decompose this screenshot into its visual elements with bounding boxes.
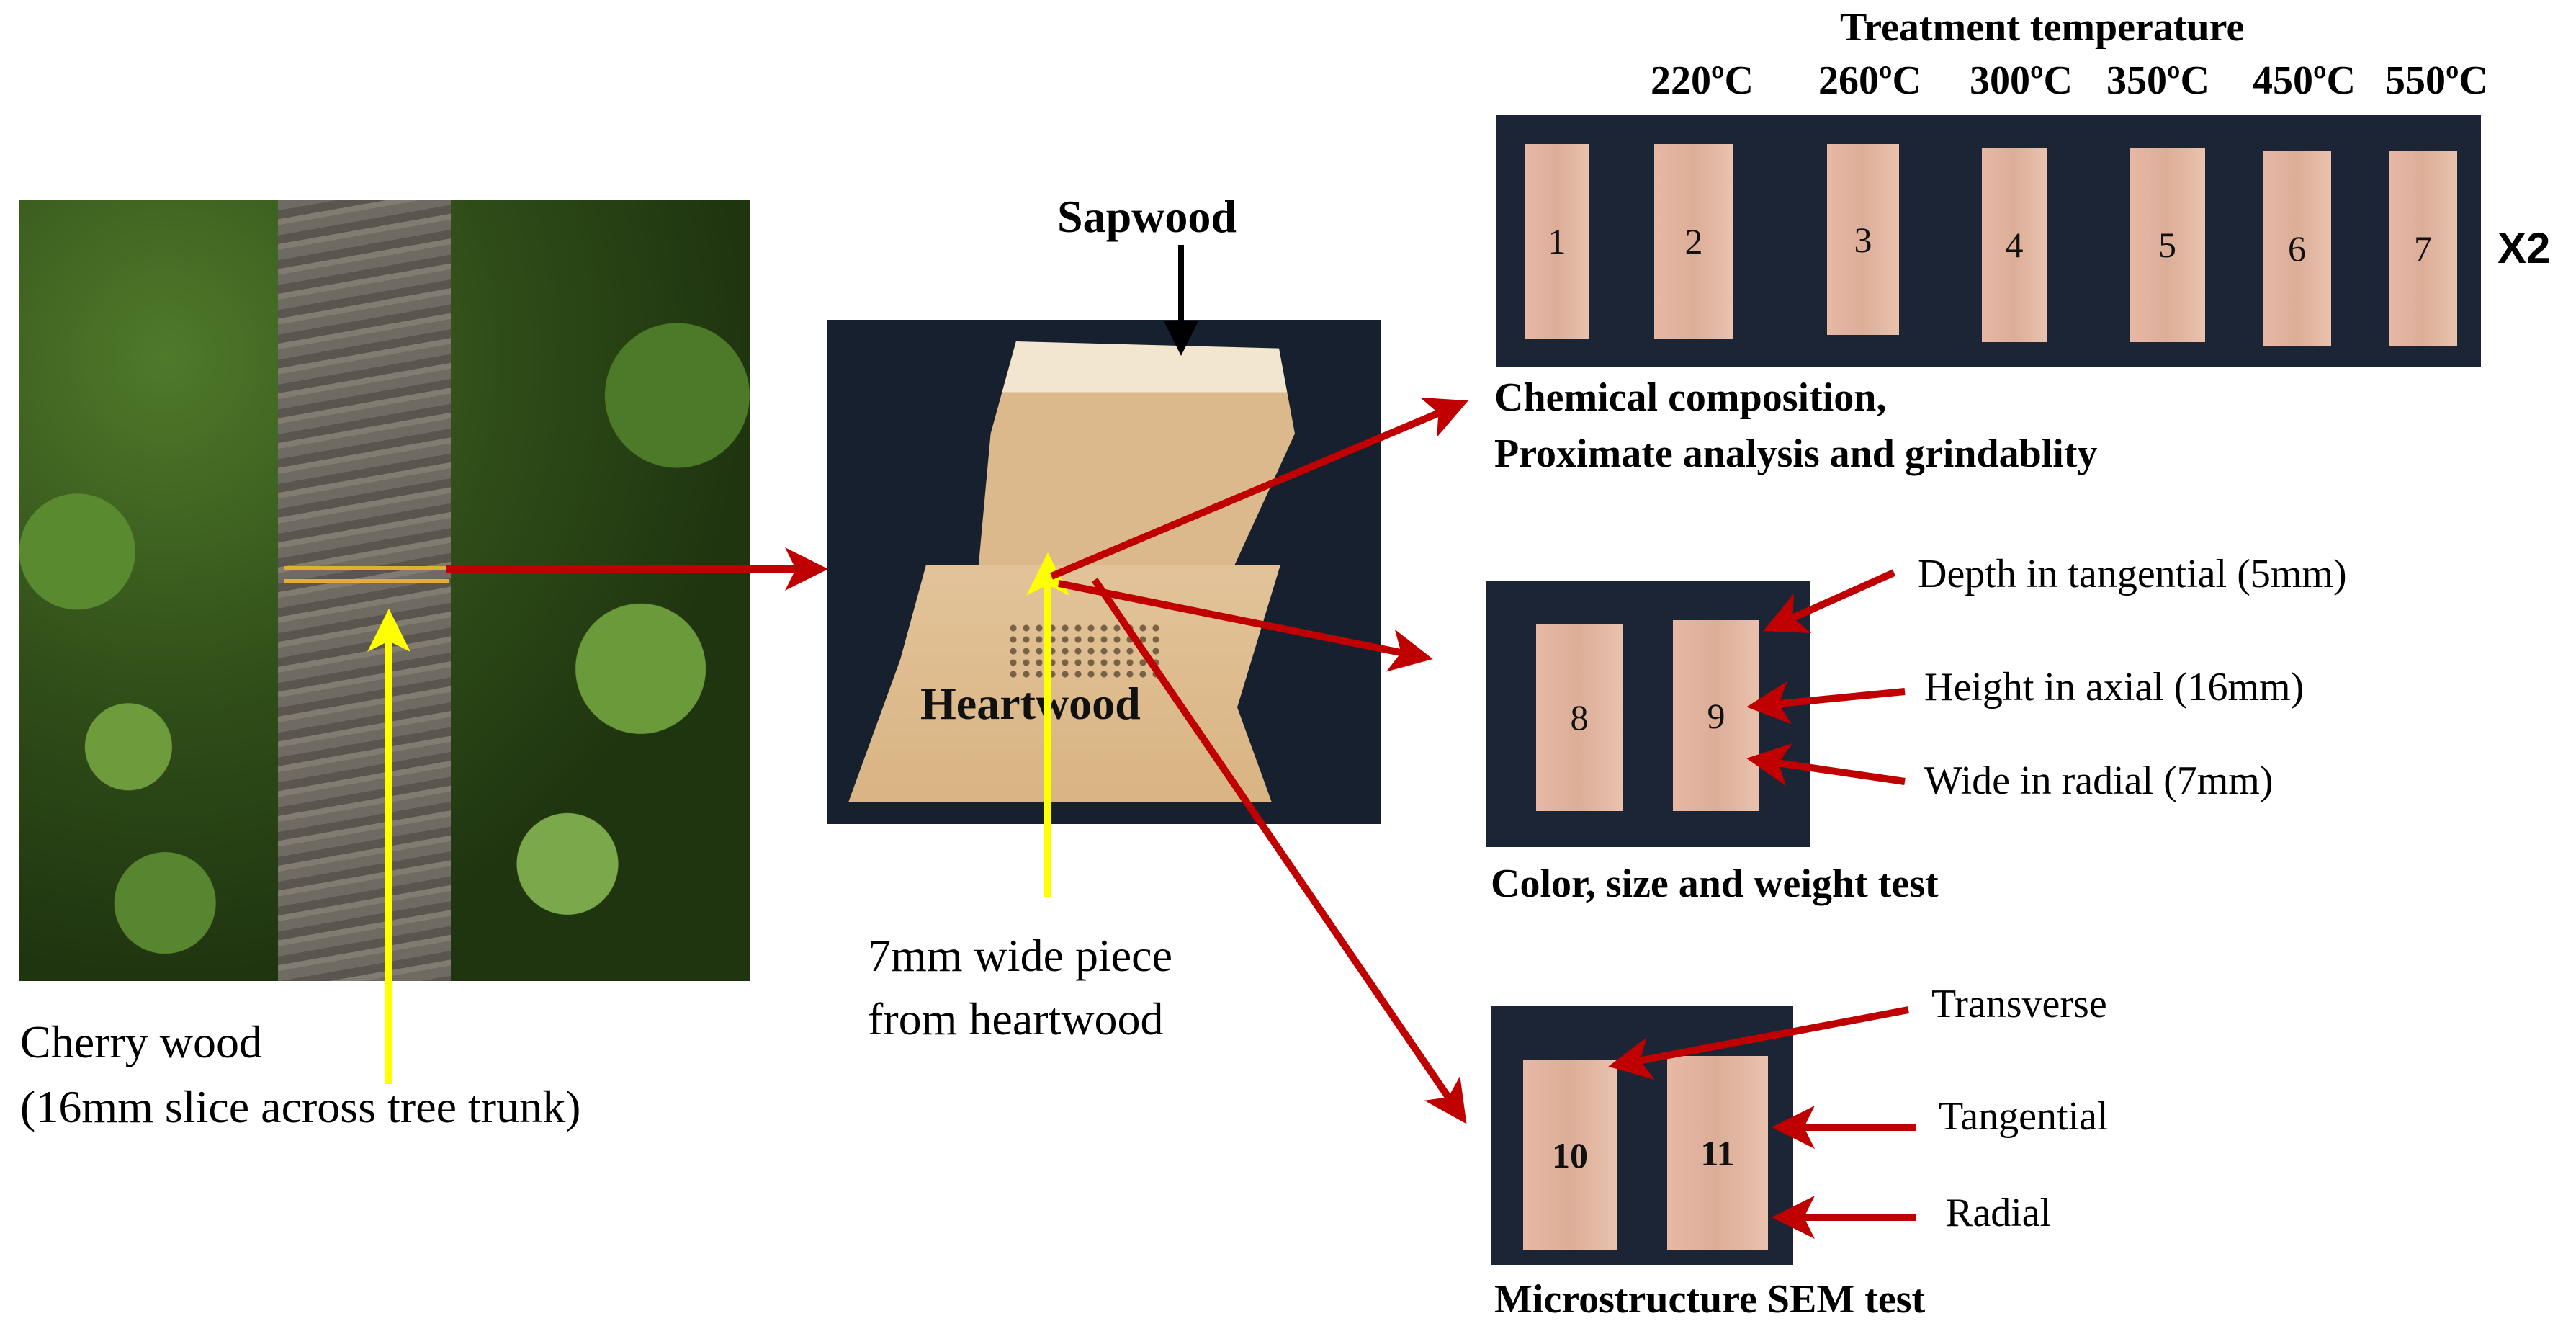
sample-2: 2 (1654, 144, 1733, 339)
temperature-samples-photo: 1 2 3 4 5 6 7 (1496, 115, 2481, 367)
temp-label-300: 300ºC (1970, 58, 2073, 103)
sem-caption: Microstructure SEM test (1494, 1277, 1926, 1322)
sem-samples-photo: 10 11 (1491, 1006, 1793, 1265)
sample-7: 7 (2389, 151, 2457, 346)
temp-label-220: 220ºC (1651, 58, 1754, 103)
transverse-label: Transverse (1931, 982, 2107, 1026)
sample-4: 4 (1982, 148, 2047, 342)
chemical-caption-line2: Proximate analysis and grindablity (1494, 431, 2098, 476)
sapwood-label: Sapwood (1057, 191, 1237, 242)
sample-8: 8 (1536, 624, 1623, 811)
tangential-label: Tangential (1939, 1094, 2109, 1139)
sample-10: 10 (1523, 1060, 1617, 1250)
size-samples-photo: 8 9 (1486, 581, 1810, 847)
tree-trunk (278, 200, 451, 981)
temp-label-260: 260ºC (1818, 58, 1921, 103)
radial-label: Radial (1946, 1191, 2052, 1235)
temp-label-350: 350ºC (2106, 58, 2209, 103)
height-label: Height in axial (16mm) (1924, 665, 2305, 709)
multiplier-label: X2 (2498, 224, 2551, 272)
wood-caption-line1: 7mm wide piece (868, 930, 1172, 981)
temp-label-450: 450ºC (2253, 58, 2356, 103)
heartwood-label: Heartwood (920, 678, 1141, 729)
treatment-temperature-title: Treatment temperature (1840, 5, 2245, 50)
sample-6: 6 (2263, 151, 2331, 346)
slice-band-bottom (284, 579, 449, 583)
wood-section-photo (827, 320, 1381, 824)
tree-photo (19, 200, 750, 981)
depth-label: Depth in tangential (5mm) (1918, 552, 2347, 596)
temp-label-550: 550ºC (2385, 58, 2488, 103)
drill-pattern (1007, 622, 1165, 680)
slice-band-top (284, 566, 449, 570)
sapwood-piece (978, 341, 1295, 572)
tree-caption-line1: Cherry wood (20, 1016, 262, 1067)
sample-5: 5 (2130, 148, 2205, 342)
sample-3: 3 (1827, 144, 1899, 335)
tree-caption-line2: (16mm slice across tree trunk) (20, 1081, 581, 1132)
wood-caption-line2: from heartwood (868, 993, 1164, 1044)
color-size-caption: Color, size and weight test (1491, 861, 1939, 906)
chemical-caption-line1: Chemical composition, (1494, 375, 1887, 420)
wide-label: Wide in radial (7mm) (1924, 758, 2274, 803)
sample-9: 9 (1673, 620, 1759, 811)
sample-1: 1 (1525, 144, 1589, 339)
sample-11: 11 (1667, 1056, 1768, 1250)
